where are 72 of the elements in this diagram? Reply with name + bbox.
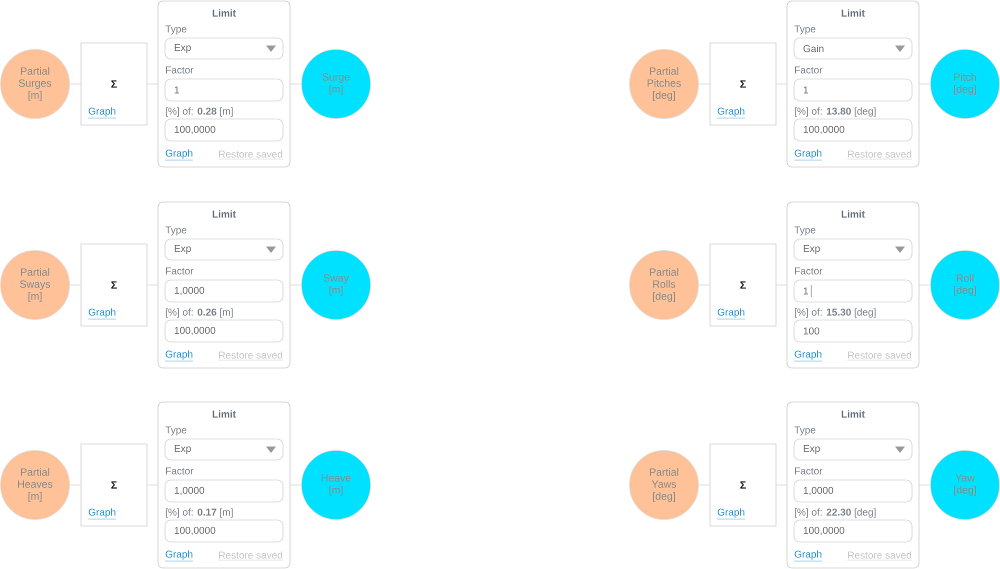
graph-link: Graph — [88, 308, 116, 320]
restore-link: Restore saved — [847, 551, 912, 560]
field-label: Type — [165, 26, 186, 34]
graph-link: Graph — [165, 149, 194, 160]
field-label: [%] of: 13.80 [deg] — [794, 107, 876, 117]
panel-title: Limit — [842, 410, 865, 418]
dropdown: Gain — [794, 38, 912, 60]
input-field: 100,0000 — [164, 520, 284, 542]
graph-link: Graph — [88, 508, 116, 520]
connector — [919, 284, 930, 286]
field-label: [%] of: 0.17 [m] — [166, 508, 233, 518]
restore-link: Restore saved — [847, 351, 912, 360]
connector — [776, 284, 787, 286]
input-field: 1,0000 — [164, 280, 284, 302]
input-field: 100,0000 — [164, 118, 284, 142]
field-label: [%] of: 15.30 [deg] — [794, 308, 876, 318]
field-label: Factor — [795, 268, 822, 274]
connector — [70, 484, 81, 486]
field-label: Factor — [166, 66, 194, 74]
input-field: 1,0000 — [794, 480, 912, 502]
input-field: 1 — [794, 280, 912, 302]
panel-title: Limit — [842, 9, 865, 17]
graph-link: Graph — [794, 149, 822, 160]
restore-link: Restore saved — [218, 351, 283, 360]
connector — [776, 484, 787, 486]
input-field: 1,0000 — [164, 480, 284, 502]
field-label: [%] of: 0.28 [m] — [166, 107, 233, 117]
field-label: Factor — [795, 468, 822, 474]
graph-link: Graph — [717, 107, 746, 118]
field-label: Factor — [166, 268, 194, 274]
connector — [698, 284, 710, 286]
connector — [919, 484, 930, 486]
graph-link: Graph — [165, 550, 194, 562]
field-label: Type — [165, 226, 186, 236]
field-label: Factor — [166, 468, 194, 474]
field-label: Type — [165, 426, 186, 436]
graph-link: Graph — [165, 350, 194, 362]
connector — [70, 284, 81, 286]
connector — [290, 284, 302, 286]
input-field: 100,0000 — [164, 320, 284, 342]
dropdown: Exp — [164, 38, 284, 60]
dropdown: Exp — [164, 438, 284, 460]
connector — [290, 484, 302, 486]
panel-title: Limit — [842, 210, 865, 218]
graph-link: Graph — [794, 350, 822, 362]
panel-title: Limit — [212, 410, 236, 418]
input-field: 100 — [794, 320, 912, 342]
field-label: Type — [794, 26, 816, 34]
field-label: [%] of: 0.26 [m] — [166, 308, 233, 318]
field-label: Type — [794, 226, 816, 236]
input-field: 1 — [164, 78, 284, 102]
field-label: [%] of: 22.30 [deg] — [794, 508, 876, 518]
dropdown: Exp — [164, 238, 284, 260]
connector — [147, 484, 158, 486]
field-label: Factor — [795, 66, 822, 74]
restore-link: Restore saved — [218, 551, 283, 560]
graph-link: Graph — [88, 107, 116, 118]
graph-link: Graph — [717, 508, 746, 520]
connector — [147, 284, 158, 286]
restore-link: Restore saved — [847, 150, 912, 160]
input-field: 1 — [794, 78, 912, 102]
restore-link: Restore saved — [218, 150, 283, 160]
connector — [698, 484, 710, 486]
dropdown: Exp — [794, 238, 912, 260]
input-field: 100,0000 — [794, 118, 912, 142]
panel-title: Limit — [212, 9, 236, 17]
input-field: 100,0000 — [794, 520, 912, 542]
dropdown: Exp — [794, 438, 912, 460]
graph-link: Graph — [717, 308, 746, 320]
graph-link: Graph — [794, 550, 822, 562]
field-label: Type — [794, 426, 816, 436]
panel-title: Limit — [212, 210, 236, 218]
